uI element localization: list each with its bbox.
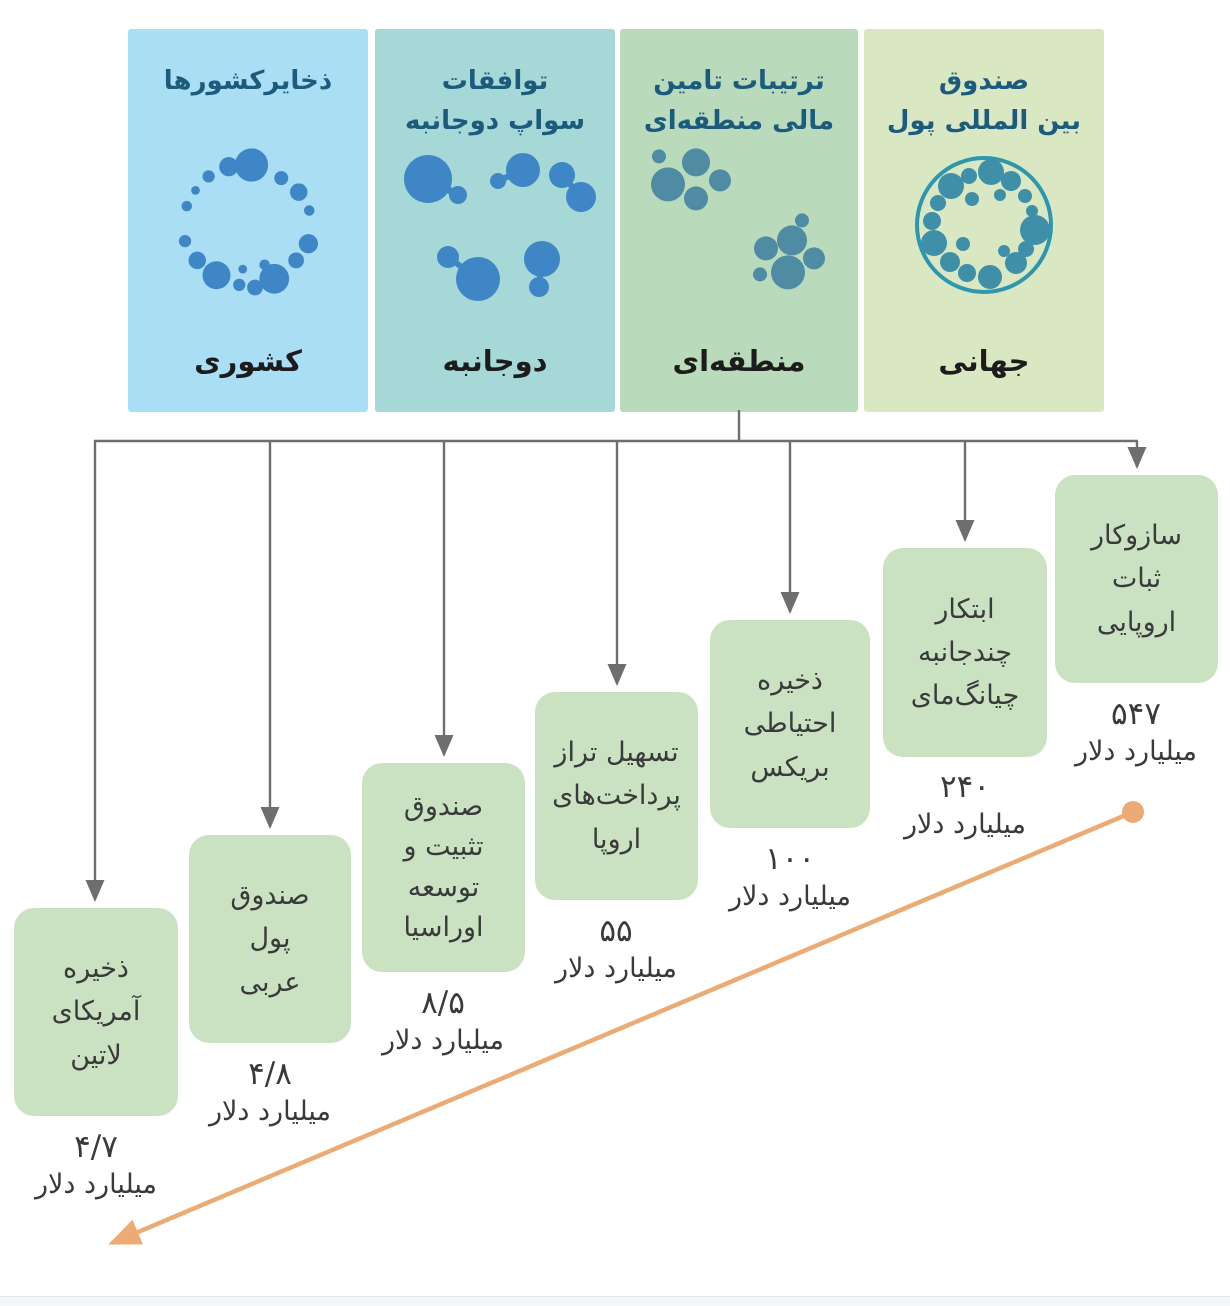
mechanism-value-chiang-mai: ۲۴۰ میلیارد دلار [855, 768, 1075, 843]
bottom-divider-bar [0, 1296, 1230, 1306]
mechanism-box-arab-mf: صندوق پول عربی [189, 835, 351, 1043]
value-number: ۸/۵ [421, 985, 465, 1021]
value-unit: میلیارد دلار [903, 808, 1027, 840]
mechanism-value-brics: ۱۰۰ میلیارد دلار [680, 840, 900, 915]
mechanism-name: ذخیره احتیاطی بریکس [743, 665, 837, 783]
mechanism-value-arab-mf: ۴/۸ میلیارد دلار [160, 1055, 380, 1130]
value-unit: میلیارد دلار [1074, 735, 1198, 767]
value-number: ۴/۸ [248, 1056, 292, 1092]
imf-members-ring-icon [909, 150, 1059, 300]
card-title: ترتیبات تامین مالی منطقه‌ای [643, 66, 835, 137]
value-unit: میلیارد دلار [554, 952, 678, 984]
mechanism-value-eurasia: ۸/۵ میلیارد دلار [333, 984, 553, 1059]
value-number: ۵۵ [599, 913, 633, 949]
mechanism-name: ابتکار چندجانبه چیانگ‌مای [910, 593, 1020, 712]
card-imf-global: صندوق بین المللی پول جهانی [864, 29, 1104, 412]
card-label: دوجانبه [442, 344, 548, 378]
card-regional-arrangements: ترتیبات تامین مالی منطقه‌ای منطقه‌ای [620, 29, 858, 412]
mechanism-box-brics: ذخیره احتیاطی بریکس [710, 620, 870, 828]
card-title: توافقات سواپ دوجانبه [404, 66, 586, 137]
value-unit: میلیارد دلار [381, 1024, 505, 1056]
card-title: ذخایرکشورها [163, 66, 333, 96]
card-country-reserves: ذخایرکشورها کشوری [128, 29, 368, 412]
value-unit: میلیارد دلار [728, 880, 852, 912]
mechanism-name: صندوق تثبیت و توسعه اوراسیا [403, 790, 484, 944]
mechanism-value-esm: ۵۴۷ میلیارد دلار [1026, 695, 1230, 770]
value-number: ۲۴۰ [940, 769, 990, 805]
mechanism-box-eurasia: صندوق تثبیت و توسعه اوراسیا [362, 763, 525, 972]
regional-clusters-icon [644, 135, 834, 315]
card-label: منطقه‌ای [672, 344, 806, 378]
value-unit: میلیارد دلار [34, 1168, 158, 1200]
value-number: ۴/۷ [74, 1129, 118, 1165]
country-reserves-dots-icon [161, 137, 336, 312]
mechanism-name: ذخیره آمریکای لاتین [51, 953, 141, 1071]
mechanism-box-latin-america: ذخیره آمریکای لاتین [14, 908, 178, 1116]
mechanism-name: صندوق پول عربی [230, 880, 310, 998]
mechanism-value-eu-bop: ۵۵ میلیارد دلار [506, 912, 726, 987]
mechanism-name: تسهیل تراز پرداخت‌های اروپا [552, 737, 681, 855]
card-title: صندوق بین المللی پول [886, 66, 1082, 137]
card-bilateral-swaps: توافقات سواپ دوجانبه دوجانبه [375, 29, 615, 412]
card-label: جهانی [938, 344, 1030, 378]
mechanism-value-latin-america: ۴/۷ میلیارد دلار [0, 1128, 206, 1203]
card-label: کشوری [194, 344, 302, 378]
value-number: ۱۰۰ [765, 841, 815, 877]
mechanism-box-esm: سازوکار ثبات اروپایی [1055, 475, 1218, 683]
bilateral-swap-links-icon [390, 137, 600, 312]
value-unit: میلیارد دلار [208, 1095, 332, 1127]
value-number: ۵۴۷ [1111, 696, 1161, 732]
mechanism-name: سازوکار ثبات اروپایی [1090, 520, 1183, 638]
mechanism-box-eu-bop: تسهیل تراز پرداخت‌های اروپا [535, 692, 698, 900]
mechanism-box-chiang-mai: ابتکار چندجانبه چیانگ‌مای [883, 548, 1047, 757]
